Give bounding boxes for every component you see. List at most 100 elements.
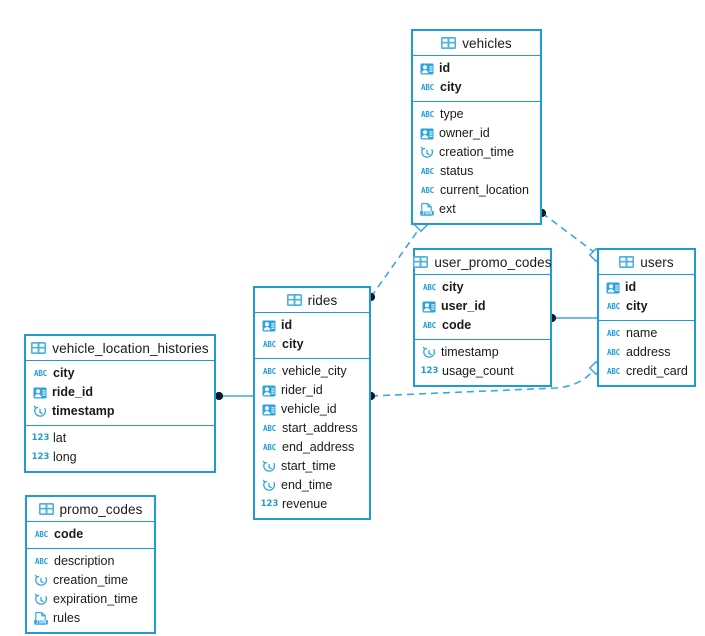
string-field-icon: ABC — [421, 82, 434, 92]
json-field-icon: JSON — [34, 612, 48, 625]
entity-table-header-promo_codes[interactable]: promo_codes — [27, 497, 154, 522]
column-row[interactable]: start_time — [255, 457, 369, 476]
field-name: ext — [439, 202, 456, 217]
column-row[interactable]: ABC end_address — [255, 438, 369, 457]
string-field-icon: ABC — [607, 301, 620, 311]
column-row[interactable]: rider_id — [255, 381, 369, 400]
column-row[interactable]: expiration_time — [27, 590, 154, 609]
field-name: city — [440, 80, 462, 95]
relationship-user-promo-codes-to-users[interactable] — [547, 313, 597, 323]
entity-table-header-vehicle_location_histories[interactable]: vehicle_location_histories — [26, 336, 214, 361]
field-name: address — [626, 345, 671, 360]
column-row[interactable]: timestamp — [415, 343, 550, 362]
key-field-icon — [262, 385, 276, 397]
timestamp-field-icon — [262, 460, 276, 474]
primary-key-row[interactable]: id — [413, 59, 540, 78]
primary-key-row[interactable]: ABC city — [413, 78, 540, 97]
field-name: end_address — [282, 440, 355, 455]
field-name: creation_time — [53, 573, 129, 588]
string-field-icon: ABC — [263, 339, 276, 349]
json-field-icon: JSON — [420, 203, 434, 216]
column-row[interactable]: creation_time — [413, 143, 540, 162]
entity-table-header-rides[interactable]: rides — [255, 288, 369, 313]
field-name: credit_card — [626, 364, 688, 379]
column-row[interactable]: ABC name — [599, 324, 694, 343]
field-name: name — [626, 326, 658, 341]
string-field-icon: ABC — [607, 328, 620, 338]
entity-table-header-user_promo_codes[interactable]: user_promo_codes — [413, 250, 551, 275]
entity-table-name: vehicle_location_histories — [52, 340, 209, 356]
timestamp-field-icon — [34, 574, 48, 588]
table-icon — [38, 503, 54, 515]
column-row[interactable]: JSON ext — [413, 200, 540, 219]
string-field-icon: ABC — [423, 320, 436, 330]
entity-table-name: users — [640, 254, 674, 270]
column-row[interactable]: creation_time — [27, 571, 154, 590]
field-name: timestamp — [441, 345, 499, 360]
relationship-line — [370, 228, 420, 298]
string-field-icon: ABC — [421, 185, 434, 195]
string-field-icon: ABC — [421, 166, 434, 176]
column-row[interactable]: ABC status — [413, 162, 540, 181]
relationship-vehicle-location-histories-to-rides[interactable] — [214, 391, 253, 401]
field-name: lat — [53, 431, 67, 446]
key-field-icon — [33, 387, 47, 399]
relationship-line — [541, 212, 595, 253]
table-icon — [441, 37, 457, 49]
field-name: long — [53, 450, 77, 465]
field-name: status — [440, 164, 474, 179]
entity-table-header-users[interactable]: users — [599, 250, 694, 275]
primary-key-row[interactable]: timestamp — [26, 402, 214, 421]
column-row[interactable]: end_time — [255, 476, 369, 495]
primary-key-row[interactable]: id — [599, 278, 694, 297]
string-field-icon: ABC — [263, 442, 276, 452]
field-name: revenue — [282, 497, 328, 512]
svg-text:JSON: JSON — [422, 211, 433, 216]
string-field-icon: ABC — [423, 282, 436, 292]
field-name: start_time — [281, 459, 336, 474]
field-name: code — [54, 527, 84, 542]
column-row[interactable]: owner_id — [413, 124, 540, 143]
primary-key-row[interactable]: user_id — [415, 297, 550, 316]
field-name: start_address — [282, 421, 358, 436]
key-field-icon — [420, 128, 434, 140]
field-name: current_location — [440, 183, 529, 198]
entity-table-name: vehicles — [462, 35, 512, 51]
column-row[interactable]: ABC current_location — [413, 181, 540, 200]
number-field-icon: 123 — [420, 366, 439, 377]
primary-key-row[interactable]: id — [255, 316, 369, 335]
column-row[interactable]: vehicle_id — [255, 400, 369, 419]
primary-key-row[interactable]: ride_id — [26, 383, 214, 402]
entity-table-header-vehicles[interactable]: vehicles — [413, 31, 540, 56]
